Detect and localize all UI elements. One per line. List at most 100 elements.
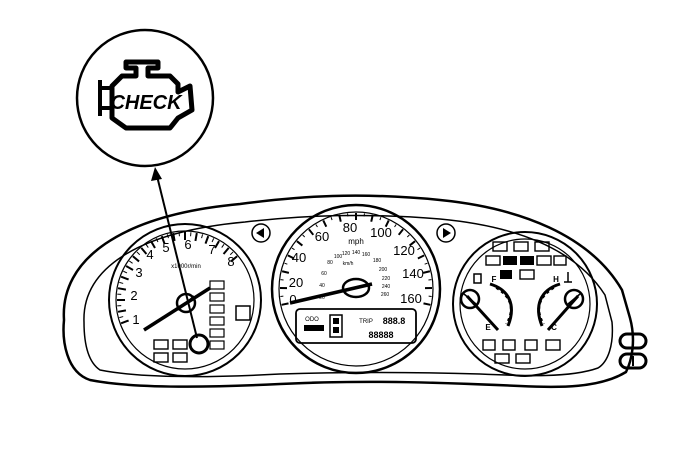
temp-hot-label: H (553, 275, 559, 284)
tick-mark (123, 270, 128, 274)
tachometer-tick-marks (117, 232, 238, 325)
odometer-value: 88888 (368, 330, 393, 340)
mount-bolt-left (251, 223, 271, 243)
tick-mark (397, 228, 404, 236)
check-engine-icon: CHECK (98, 59, 195, 131)
tick-mark (204, 235, 210, 244)
tick-mark (155, 238, 159, 243)
speedometer-tick-marks (279, 213, 433, 306)
tick-mark (129, 260, 133, 264)
temp-cold-label: C (551, 323, 557, 332)
tick-mark (302, 234, 306, 238)
tick-mark (330, 217, 333, 221)
tachometer-unit-label: x1000r/min (171, 264, 201, 270)
gauge-pod-bezel (452, 231, 598, 377)
speedometer-bezel (270, 203, 442, 375)
tachometer: 1 2 3 4 5 6 7 8 x1000r/min (108, 223, 262, 377)
pod-indicator-lights-bottom (482, 339, 561, 364)
tick-mark (221, 244, 225, 248)
tachometer-bezel (108, 223, 262, 377)
check-engine-callout: CHECK (75, 28, 215, 168)
tick-mark (384, 219, 390, 228)
tachometer-needle (143, 286, 211, 332)
speed-kmh-label: 120 (342, 251, 351, 257)
tick-mark (308, 228, 315, 236)
speed-mph-label: 160 (400, 291, 422, 306)
tachometer-tick-labels: 1 2 3 4 5 6 7 8 (130, 237, 234, 327)
speed-kmh-label: 260 (381, 292, 390, 298)
speed-kmh-label: 100 (334, 254, 343, 260)
speed-mph-label: 20 (289, 275, 303, 290)
trip-label: TRIP (359, 319, 373, 325)
fuel-needle (459, 288, 500, 332)
tick-mark (194, 232, 198, 242)
tick-mark (222, 247, 230, 255)
tick-mark (338, 214, 342, 222)
odometer-label: ODO (305, 317, 319, 323)
tick-mark (291, 247, 295, 251)
speed-kmh-label: 240 (382, 284, 391, 290)
tick-mark (117, 287, 127, 291)
tick-mark (281, 270, 290, 274)
speed-kmh-label: 80 (327, 260, 333, 266)
tick-mark (230, 255, 238, 263)
tick-mark (422, 270, 431, 274)
speed-kmh-label: 200 (379, 267, 388, 273)
tick-mark (150, 240, 156, 249)
speedometer: 0 20 40 60 80 100 120 140 160 mph km/h 2… (270, 203, 442, 375)
tick-mark (140, 247, 148, 255)
speedometer-unit-label: mph (348, 237, 364, 246)
fuel-empty-label: E (485, 323, 491, 332)
tick-mark (423, 302, 431, 306)
speed-kmh-label: 20 (319, 295, 325, 301)
speed-mph-label: 100 (370, 225, 392, 240)
tach-tick-label: 4 (146, 247, 153, 262)
tick-mark (424, 262, 428, 265)
speed-mph-label: 40 (292, 250, 306, 265)
speed-kmh-label: 220 (382, 276, 391, 282)
tick-mark (201, 234, 204, 239)
temperature-icon (564, 272, 572, 283)
tick-mark (394, 224, 397, 228)
speed-mph-label: 0 (289, 292, 296, 307)
tick-mark (408, 240, 416, 247)
trip-value: 888.8 (383, 316, 406, 326)
tachometer-indicator-lights (153, 280, 251, 363)
temperature-needle (546, 288, 585, 331)
tick-mark (125, 265, 134, 271)
speed-kmh-label: 180 (373, 258, 382, 264)
tick-mark (120, 275, 129, 281)
odometer-display: ODO TRIP 888.8 88888 (295, 308, 417, 344)
speed-mph-label: 60 (315, 229, 329, 244)
tick-mark (229, 251, 234, 256)
speed-kmh-label: 40 (319, 283, 325, 289)
speedometer-kmh-label: km/h (343, 261, 354, 267)
tick-mark (322, 219, 328, 228)
tick-mark (117, 309, 127, 313)
callout-circle (75, 28, 215, 168)
tick-mark (214, 240, 220, 249)
tick-mark (166, 234, 169, 239)
tick-mark (281, 302, 289, 306)
tach-tick-label: 7 (208, 242, 215, 257)
fuel-full-label: F (492, 275, 497, 284)
tach-tick-label: 8 (227, 254, 234, 269)
tick-mark (119, 316, 124, 319)
tick-mark (172, 232, 176, 242)
speed-kmh-label: 140 (352, 250, 361, 256)
tick-mark (145, 244, 149, 248)
tick-mark (370, 214, 374, 222)
tick-mark (119, 281, 124, 284)
fuel-gauge: F E (459, 273, 513, 332)
tick-mark (406, 234, 410, 238)
pod-indicator-lights-top (485, 241, 567, 280)
tick-mark (284, 262, 288, 265)
tick-mark (136, 251, 141, 256)
tach-tick-label: 6 (184, 237, 191, 252)
check-engine-label: CHECK (110, 92, 183, 114)
tick-mark (315, 224, 318, 228)
trip-reset-knob (618, 332, 648, 370)
tach-tick-label: 3 (135, 265, 142, 280)
tick-mark (417, 254, 425, 260)
fuel-icon (473, 273, 482, 284)
